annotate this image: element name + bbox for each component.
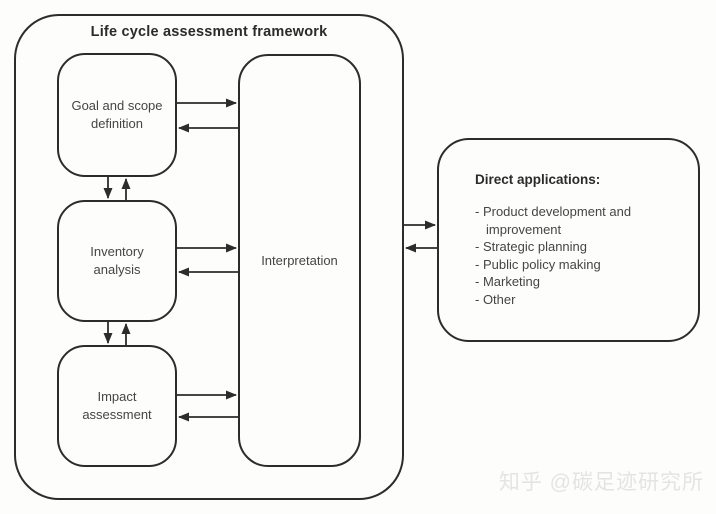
list-item: - Strategic planning: [475, 239, 588, 254]
direct-applications-list: - Product development and improvement - …: [475, 203, 678, 308]
direct-applications-title: Direct applications:: [475, 172, 601, 187]
watermark: 知乎 @碳足迹研究所: [498, 471, 704, 494]
node-impact-assessment-label: Impact assessment: [82, 389, 152, 422]
framework-title: Life cycle assessment framework: [90, 24, 328, 40]
node-goal-and-scope: Goal and scope definition: [57, 53, 177, 177]
lca-framework-box: [14, 14, 404, 500]
node-inventory-analysis-label: Inventory analysis: [90, 244, 144, 277]
node-interpretation-label: Interpretation: [261, 252, 338, 268]
list-item: - Public policy making: [475, 256, 601, 272]
direct-applications-box: Direct applications: - Product developme…: [437, 138, 700, 342]
node-inventory-analysis: Inventory analysis: [57, 200, 177, 322]
node-interpretation: Interpretation: [238, 54, 361, 467]
list-item: - Marketing: [475, 274, 541, 289]
list-item: - Other: [475, 291, 516, 307]
node-impact-assessment: Impact assessment: [57, 345, 177, 467]
list-item: - Product development and improvement: [475, 204, 632, 237]
node-goal-and-scope-label: Goal and scope definition: [71, 98, 163, 131]
